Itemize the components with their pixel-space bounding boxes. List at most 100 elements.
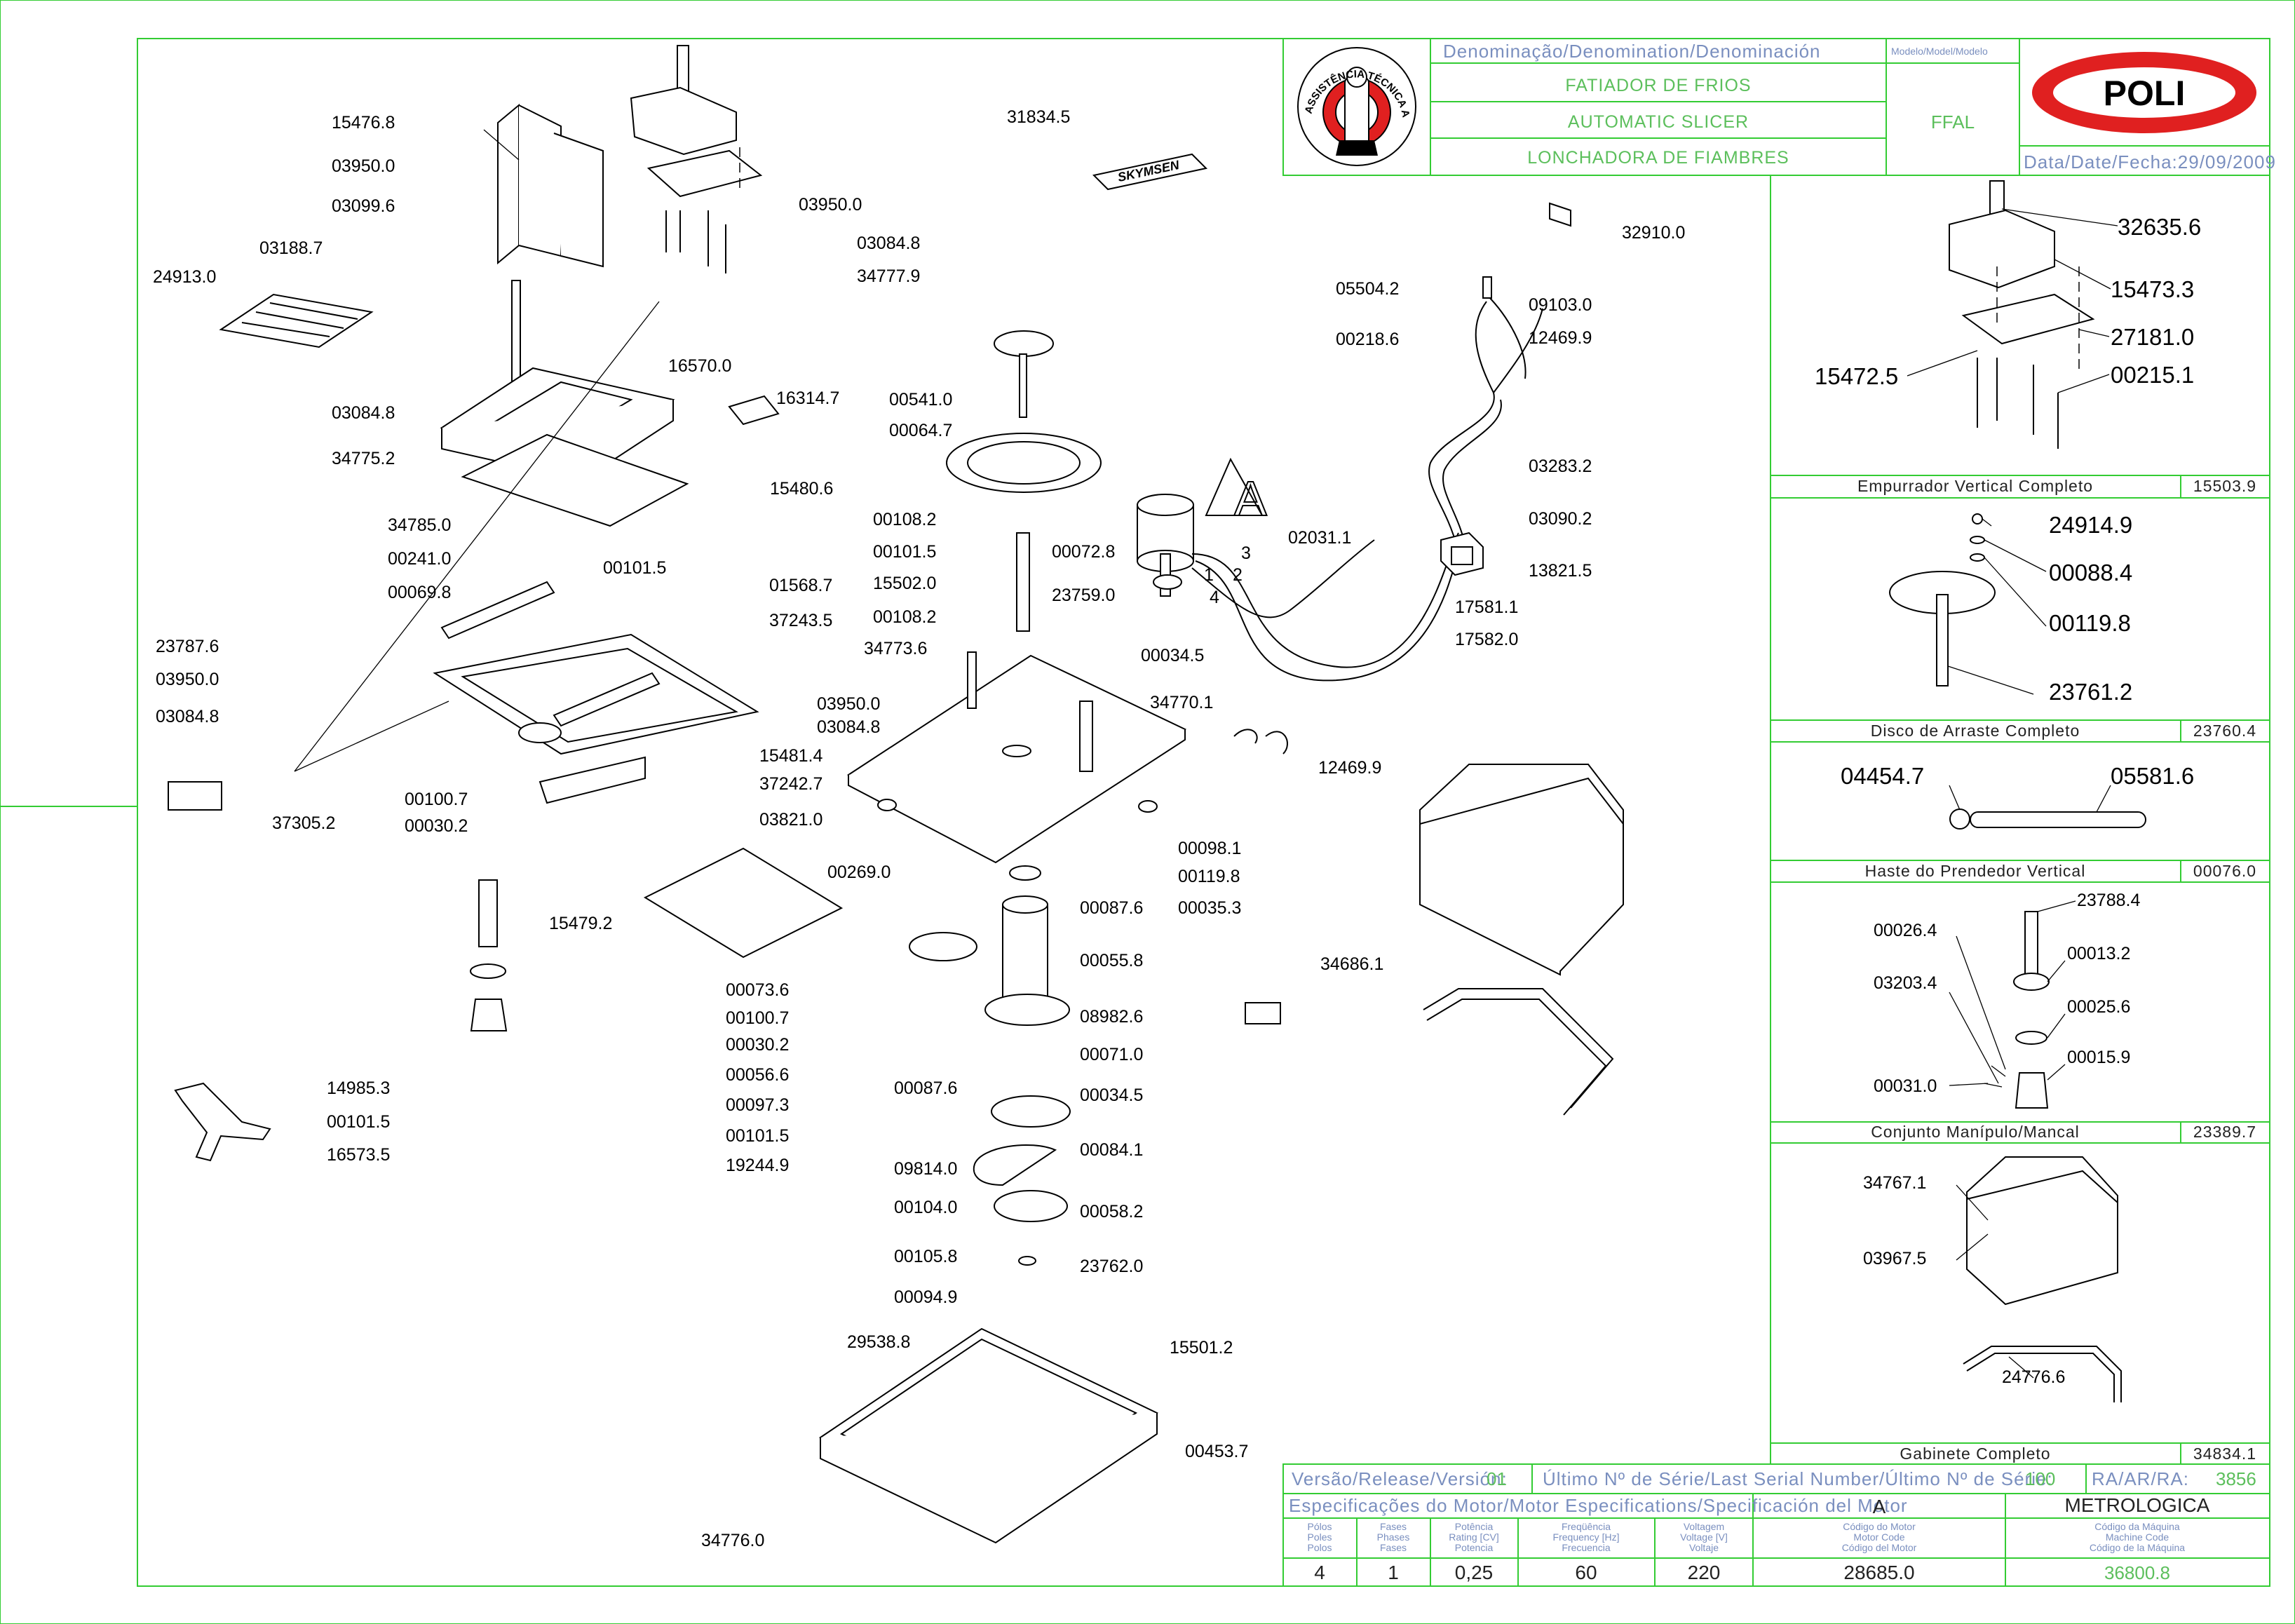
part-label: 00030.2 [405, 816, 468, 836]
brand-label: METROLOGICA [2065, 1494, 2210, 1516]
part-label: 19244.9 [726, 1156, 789, 1175]
part-label: 00055.8 [1080, 951, 1143, 970]
section-name-2: Disco de Arraste Completo [1871, 722, 2080, 740]
svg-text:Código do Motor: Código do Motor [1843, 1521, 1916, 1532]
part-label: 00101.5 [603, 558, 666, 578]
handle-bearing-drawing [1949, 900, 2076, 1109]
svg-text:Voltagem: Voltagem [1684, 1521, 1724, 1532]
spec-headers: Pólos Poles Polos Fases Phases Fases Pot… [1307, 1521, 2185, 1553]
part-label: 00034.5 [1141, 646, 1204, 665]
part-label: 00101.5 [873, 542, 936, 562]
part-label: 00101.5 [726, 1126, 789, 1146]
part-label: 00453.7 [1185, 1442, 1248, 1461]
part-label: 00058.2 [1080, 1202, 1143, 1222]
ra-value: 3856 [2216, 1468, 2256, 1489]
name-es: LONCHADORA DE FIAMBRES [1527, 148, 1789, 168]
svg-text:Frecuencia: Frecuencia [1562, 1542, 1610, 1553]
svg-text:Phases: Phases [1377, 1531, 1410, 1543]
part-label: 09103.0 [1529, 295, 1592, 315]
spec-values: 4 1 0,25 60 220 28685.0 36800.8 [1314, 1562, 2170, 1583]
part-label: 34686.1 [1320, 954, 1383, 974]
part-label: 05504.2 [1336, 279, 1399, 299]
part-label: 31834.5 [1007, 107, 1070, 127]
part-label: 00241.0 [388, 549, 451, 569]
p-15473-3: 15473.3 [2111, 276, 2194, 302]
svg-text:28685.0: 28685.0 [1843, 1562, 1914, 1583]
part-label: 03090.2 [1529, 509, 1592, 529]
part-label: 17582.0 [1455, 630, 1518, 649]
part-label: 13821.5 [1529, 561, 1592, 581]
svg-text:Código de la Máquina: Código de la Máquina [2090, 1542, 2185, 1553]
part-label: 00073.6 [726, 980, 789, 1000]
part-label: 00108.2 [873, 510, 936, 529]
part-label: 00098.1 [1178, 839, 1241, 858]
part-label: 15476.8 [332, 113, 395, 133]
section-code-2: 23760.4 [2193, 722, 2256, 740]
part-label: 00218.6 [1336, 330, 1399, 349]
part-label: 00101.5 [327, 1112, 390, 1132]
p-00215-1: 00215.1 [2111, 362, 2194, 388]
p-24914-9: 24914.9 [2049, 512, 2132, 538]
part-label: 03950.0 [332, 156, 395, 176]
part-label: 03821.0 [759, 810, 822, 830]
svg-text:220: 220 [1688, 1562, 1721, 1583]
side-panel: Empurrador Vertical Completo 15503.9 Dis… [1770, 175, 2270, 1465]
part-label: 03283.2 [1529, 456, 1592, 476]
part-label: 23762.0 [1080, 1257, 1143, 1276]
part-label: 03950.0 [799, 195, 862, 215]
part-label: 03950.0 [817, 694, 880, 714]
part-label: 12469.9 [1318, 758, 1381, 778]
part-label: 00034.5 [1080, 1085, 1143, 1105]
motor: A [1137, 457, 1268, 597]
svg-text:Pólos: Pólos [1307, 1521, 1332, 1532]
name-en: AUTOMATIC SLICER [1568, 112, 1749, 132]
part-label: 15501.2 [1170, 1338, 1233, 1358]
part-label: 24913.0 [153, 267, 216, 287]
p-15472-5: 15472.5 [1815, 363, 1898, 389]
part-label: 37242.7 [759, 774, 822, 794]
part-label: 00269.0 [827, 862, 891, 882]
part-labels: 15476.8 03950.0 03099.6 03188.7 24913.0 … [153, 107, 1685, 1550]
poli-logo: POLI [2032, 52, 2256, 133]
part-label: 34785.0 [388, 515, 451, 535]
svg-text:Machine Code: Machine Code [2106, 1531, 2169, 1543]
p-00088-4: 00088.4 [2049, 560, 2132, 586]
p-03967-5: 03967.5 [1863, 1249, 1926, 1268]
svg-text:0,25: 0,25 [1455, 1562, 1494, 1583]
motor-spec-label: Especificações do Motor/Motor Especifica… [1289, 1495, 1908, 1516]
part-label: 34776.0 [701, 1531, 764, 1550]
part-label: 03084.8 [857, 234, 920, 253]
part-label: 00030.2 [726, 1035, 789, 1055]
part-label: 03099.6 [332, 196, 395, 216]
section-code-3: 00076.0 [2193, 862, 2256, 880]
part-label: 00094.9 [894, 1287, 957, 1307]
part-label: 34770.1 [1150, 693, 1213, 712]
wire-3: 3 [1241, 543, 1251, 563]
p-00119-8: 00119.8 [2049, 610, 2131, 636]
part-label: 00071.0 [1080, 1045, 1143, 1064]
part-label: 34777.9 [857, 266, 920, 286]
svg-text:Fases: Fases [1380, 1542, 1407, 1553]
section-name-1: Empurrador Vertical Completo [1857, 477, 2093, 495]
part-label: 00084.1 [1080, 1140, 1143, 1160]
svg-text:Código del Motor: Código del Motor [1842, 1542, 1917, 1553]
p-32635-6: 32635.6 [2118, 214, 2201, 240]
part-label: 00104.0 [894, 1198, 957, 1217]
p-34767-1: 34767.1 [1863, 1173, 1926, 1193]
part-label: 32910.0 [1622, 223, 1685, 243]
svg-text:Voltaje: Voltaje [1689, 1542, 1719, 1553]
model-code: FFAL [1931, 111, 1975, 133]
serial-label: Último Nº de Série/Last Serial Number/Úl… [1543, 1468, 2053, 1489]
part-label: 08982.6 [1080, 1007, 1143, 1027]
motor-letter: A [1873, 1496, 1886, 1517]
p-00025-6: 00025.6 [2067, 997, 2130, 1017]
part-label: 00035.3 [1178, 898, 1241, 918]
p-03203-4: 03203.4 [1874, 973, 1937, 993]
svg-text:Voltage [V]: Voltage [V] [1680, 1531, 1728, 1543]
section-name-4: Conjunto Manípulo/Mancal [1871, 1123, 2080, 1141]
part-label: 03084.8 [156, 707, 219, 726]
part-label: 16570.0 [668, 356, 731, 376]
vertical-holder-rod-drawing [1949, 785, 2146, 830]
